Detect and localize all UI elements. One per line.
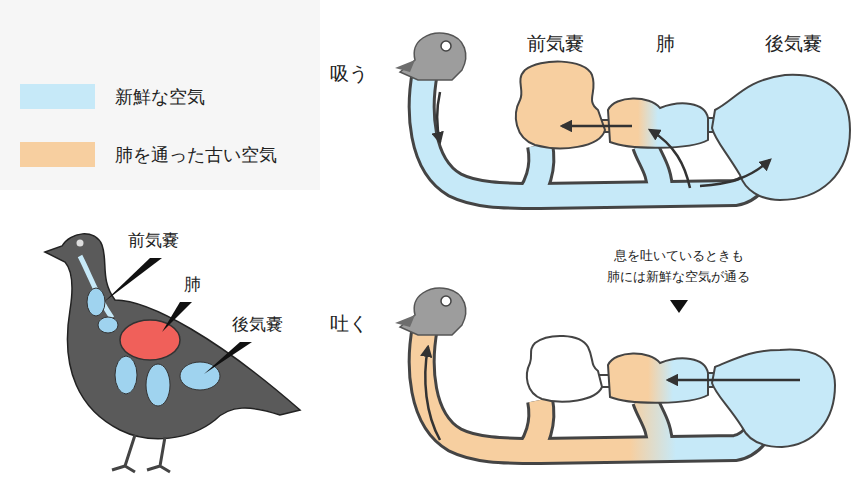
legend-item: 新鮮な空気 — [20, 84, 205, 109]
pointer-triangle — [670, 300, 688, 313]
phase-label: 吐く — [330, 312, 368, 335]
part-label: 肺 — [184, 274, 201, 294]
part-label: 前気嚢 — [527, 32, 584, 55]
inhale-diagram — [395, 33, 850, 200]
part-label: 肺 — [656, 32, 675, 55]
note-text: 息を吐いているときも 肺には新鮮な空気が通る — [606, 246, 752, 288]
bird-silhouette — [45, 234, 300, 472]
part-label: 前気嚢 — [128, 230, 179, 250]
part-label: 後気嚢 — [232, 314, 283, 334]
legend-panel — [0, 0, 320, 190]
legend-swatch — [20, 142, 95, 167]
legend-text: 新鮮な空気 — [115, 85, 205, 109]
legend-text: 肺を通った古い空気 — [115, 143, 277, 167]
legend-item: 肺を通った古い空気 — [20, 142, 277, 167]
phase-label: 吸う — [330, 62, 368, 85]
part-label: 後気嚢 — [765, 32, 822, 55]
legend-swatch — [20, 84, 95, 109]
exhale-diagram — [395, 288, 835, 451]
